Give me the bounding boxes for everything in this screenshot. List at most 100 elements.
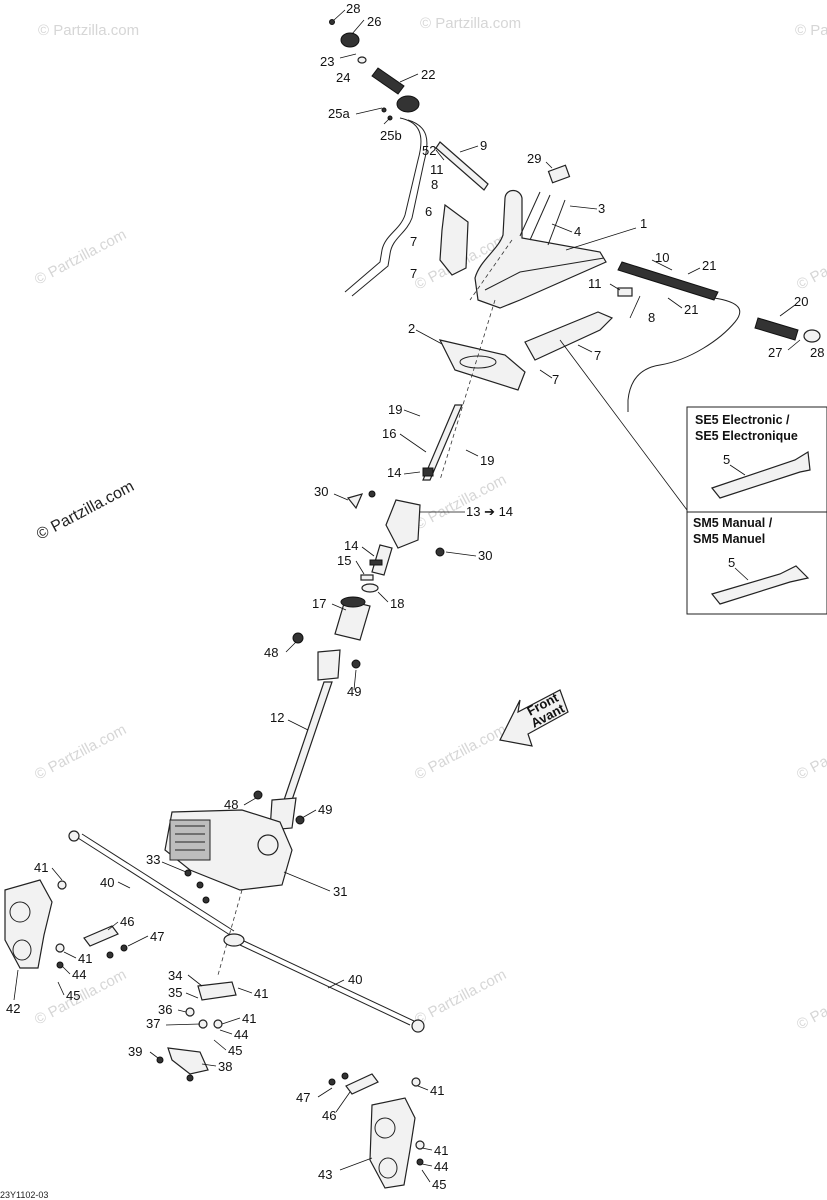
boot-17-top-icon bbox=[340, 596, 366, 608]
callout: 37 bbox=[146, 1016, 160, 1031]
callout: 12 bbox=[270, 710, 284, 725]
bolt-33-icon bbox=[202, 896, 210, 904]
link-46-icon bbox=[83, 925, 119, 947]
tie-rod-end-icon bbox=[411, 1019, 425, 1033]
callout: 28 bbox=[810, 345, 824, 360]
callout: 25a bbox=[328, 106, 350, 121]
knuckle-hole bbox=[12, 939, 32, 961]
callout: 40 bbox=[100, 875, 114, 890]
callout: 41 bbox=[242, 1011, 256, 1026]
callout: 8 bbox=[431, 177, 438, 192]
right-knuckle-43 bbox=[328, 1072, 425, 1189]
nut-49-icon bbox=[351, 659, 361, 669]
washer-41-icon bbox=[415, 1140, 425, 1150]
bolt-33-icon bbox=[184, 869, 192, 877]
tie-rod-end-icon bbox=[68, 830, 80, 842]
assembly-axis bbox=[217, 889, 243, 976]
washer-icon bbox=[198, 1019, 208, 1029]
bolt-48-icon bbox=[292, 632, 304, 644]
plate-2-icon bbox=[438, 339, 526, 391]
tie-rod-40-right-icon bbox=[243, 940, 415, 1022]
watermark: © Partzilla.com bbox=[420, 15, 521, 32]
screw-28-icon bbox=[329, 19, 335, 25]
washer-36-icon bbox=[185, 1007, 195, 1017]
callout: 16 bbox=[382, 426, 396, 441]
washer-15-icon bbox=[360, 574, 374, 581]
bracket-inset-box: SE5 Electronic / SE5 Electronique 5 SM5 … bbox=[686, 406, 827, 615]
callout: 17 bbox=[312, 596, 326, 611]
callout: 47 bbox=[296, 1090, 310, 1105]
bolt-39-icon bbox=[156, 1056, 164, 1064]
callout: 39 bbox=[128, 1044, 142, 1059]
callout: 44 bbox=[72, 967, 86, 982]
callout: 22 bbox=[421, 67, 435, 82]
tie-rod-40-left-icon bbox=[81, 833, 235, 932]
callout: 30 bbox=[478, 548, 492, 563]
callout: 47 bbox=[150, 929, 164, 944]
watermark: © Partzilla.com bbox=[795, 22, 827, 39]
eps-input-icon bbox=[257, 834, 279, 856]
callout: 28 bbox=[346, 1, 360, 16]
callout: 19 bbox=[388, 402, 402, 417]
bolt-33-icon bbox=[196, 881, 204, 889]
sm5-title: SM5 Manual / bbox=[693, 516, 773, 530]
assembly-axis bbox=[469, 239, 513, 301]
callout: 41 bbox=[78, 951, 92, 966]
bolt-4-icon bbox=[529, 194, 551, 241]
bolt-icon bbox=[106, 951, 114, 959]
callout: 48 bbox=[224, 797, 238, 812]
upper-u-joint bbox=[292, 632, 361, 681]
nut-30-icon bbox=[346, 493, 364, 510]
knuckle-hole bbox=[374, 1117, 396, 1139]
washer-41-icon bbox=[55, 943, 65, 953]
end-cap-26-icon bbox=[340, 32, 360, 48]
callout: 7 bbox=[410, 266, 417, 281]
callout: 6 bbox=[425, 204, 432, 219]
nut-30b-icon bbox=[435, 547, 445, 557]
callout: 7 bbox=[410, 234, 417, 249]
clip-29-icon bbox=[547, 164, 571, 184]
tie-rod-40-right-icon bbox=[239, 944, 411, 1026]
callout: 45 bbox=[432, 1177, 446, 1192]
callout: 35 bbox=[168, 985, 182, 1000]
callout: 41 bbox=[254, 986, 268, 1001]
callout: 26 bbox=[367, 14, 381, 29]
bracket-38-icon bbox=[167, 1047, 209, 1075]
leader-line bbox=[729, 464, 746, 476]
spindle-knuckle-43-icon bbox=[369, 1097, 416, 1189]
callout: 5 bbox=[728, 555, 735, 570]
callout: 14 bbox=[344, 538, 358, 553]
watermark: © Partzilla.com bbox=[38, 22, 139, 39]
steering-column bbox=[334, 404, 463, 641]
watermark: © Partzilla.com bbox=[794, 971, 827, 1033]
se5-title: SE5 Electronic / bbox=[695, 413, 790, 427]
drawing-code: 23Y1102-03 bbox=[0, 1190, 48, 1200]
bolt-30-icon bbox=[368, 490, 376, 498]
callout: 18 bbox=[390, 596, 404, 611]
grip-20-icon bbox=[754, 317, 799, 341]
callout: 4 bbox=[574, 224, 581, 239]
callout: 2 bbox=[408, 321, 415, 336]
sm5-subtitle: SM5 Manuel bbox=[693, 532, 765, 546]
callout: 9 bbox=[480, 138, 487, 153]
brake-cable bbox=[627, 297, 741, 412]
front-direction-arrow: Front Avant bbox=[499, 689, 569, 747]
bushing-14-icon bbox=[422, 467, 434, 477]
callout: 13 ➔ 14 bbox=[466, 504, 513, 519]
callout: 7 bbox=[594, 348, 601, 363]
callout: 41 bbox=[430, 1083, 444, 1098]
callout: 44 bbox=[234, 1027, 248, 1042]
link-46b-icon bbox=[345, 1073, 379, 1095]
callout: 40 bbox=[348, 972, 362, 987]
power-steering-unit-31 bbox=[164, 809, 293, 904]
callout: 20 bbox=[794, 294, 808, 309]
callout: 33 bbox=[146, 852, 160, 867]
watermark: © Partzilla.com bbox=[32, 226, 129, 288]
callout: 45 bbox=[66, 988, 80, 1003]
callout: 11 bbox=[430, 162, 444, 177]
pitman-arm-34-icon bbox=[197, 981, 237, 1001]
grip-22-end-icon bbox=[396, 95, 420, 113]
callout: 5 bbox=[723, 452, 730, 467]
throttle-cable bbox=[351, 119, 428, 297]
column-16-icon bbox=[422, 404, 463, 481]
